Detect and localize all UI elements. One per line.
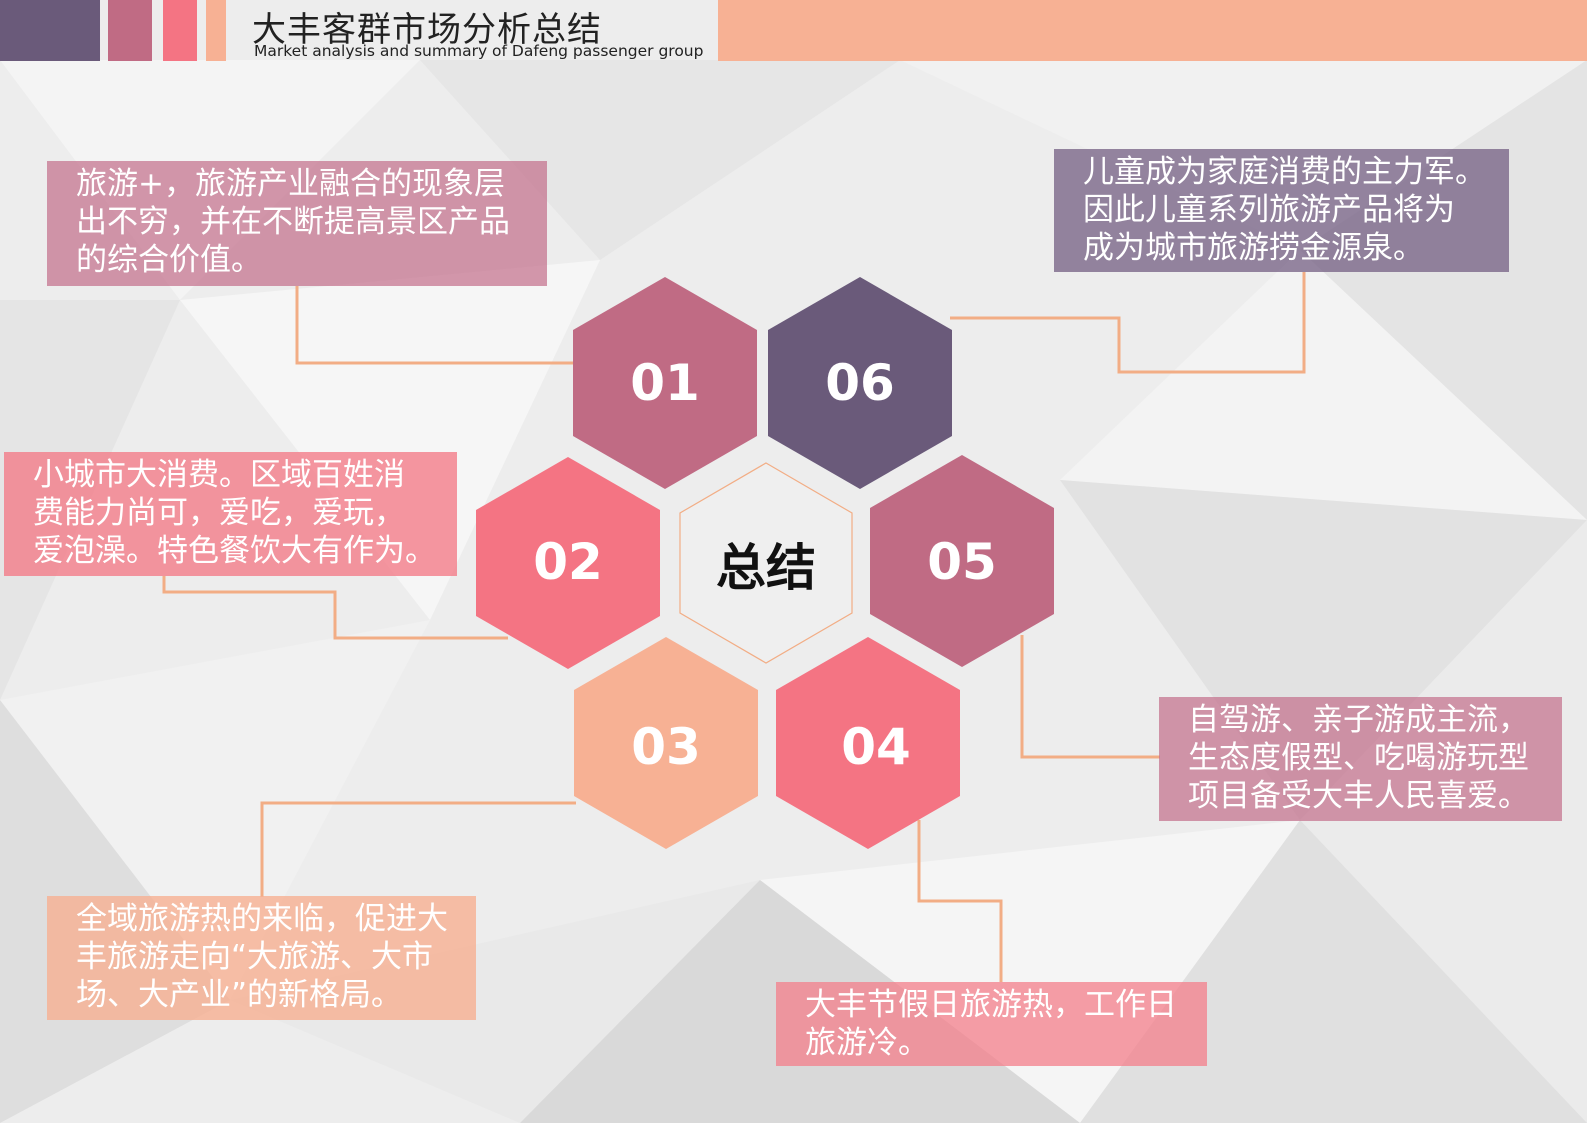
callout-02: 小城市大消费。区域百姓消 费能力尚可，爱吃，爱玩， 爱泡澡。特色餐饮大有作为。 xyxy=(4,452,457,576)
header-bar-pink xyxy=(163,0,197,61)
hex-label-04: 04 xyxy=(841,718,911,776)
hex-label-03: 03 xyxy=(631,718,701,776)
hex-01 xyxy=(573,277,757,489)
center-label: 总结 xyxy=(716,539,816,597)
hex-05 xyxy=(870,455,1054,667)
hex-04 xyxy=(776,637,960,849)
hex-label-02: 02 xyxy=(533,533,603,591)
hex-02 xyxy=(476,457,660,669)
hex-06 xyxy=(768,277,952,489)
callout-03: 全域旅游热的来临，促进大 丰旅游走向“大旅游、大市 场、大产业”的新格局。 xyxy=(47,896,476,1020)
callout-04: 大丰节假日旅游热，工作日 旅游冷。 xyxy=(776,982,1207,1066)
hex-03 xyxy=(574,637,758,849)
hex-label-05: 05 xyxy=(927,533,997,591)
hex-center xyxy=(679,462,853,664)
page-subtitle: Market analysis and summary of Dafeng pa… xyxy=(254,42,704,60)
callout-06: 儿童成为家庭消费的主力军。 因此儿童系列旅游产品将为 成为城市旅游捞金源泉。 xyxy=(1054,149,1509,272)
header-bar-peach xyxy=(206,0,226,61)
callout-01: 旅游+，旅游产业融合的现象层 出不穷，并在不断提高景区产品 的综合价值。 xyxy=(47,161,547,286)
header-bar-mauve xyxy=(108,0,152,61)
page-title: 大丰客群市场分析总结 xyxy=(252,10,602,50)
hex-label-01: 01 xyxy=(630,354,700,412)
header-bar-purple xyxy=(0,0,100,61)
callout-05: 自驾游、亲子游成主流， 生态度假型、吃喝游玩型 项目备受大丰人民喜爱。 xyxy=(1159,697,1562,821)
header-bar-long xyxy=(718,0,1587,61)
hex-label-06: 06 xyxy=(825,354,895,412)
